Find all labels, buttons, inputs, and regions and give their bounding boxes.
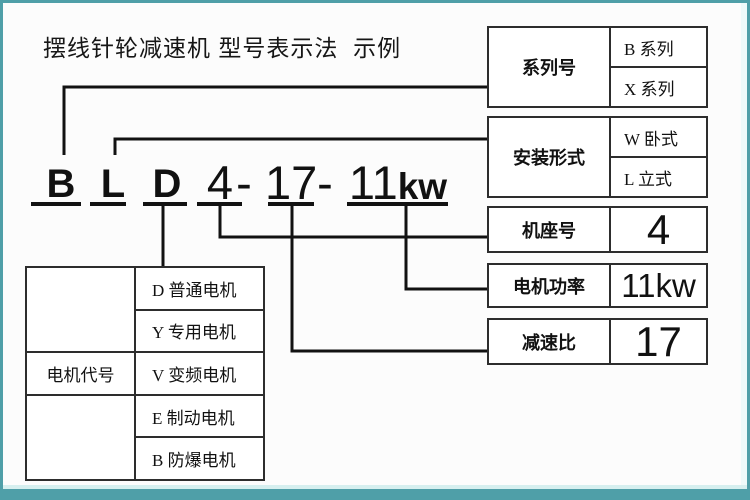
underline-power: [347, 202, 448, 206]
series-box: 系列号 B 系列 X 系列: [487, 26, 708, 108]
mount-box-options: W 卧式 L 立式: [611, 118, 706, 196]
underline-frame: [197, 202, 242, 206]
motor-code-empty-bottom-cell: [27, 396, 134, 479]
model-mount-letter: L: [100, 162, 126, 206]
power-box-value: 11kw: [621, 266, 696, 304]
motor-code-row-d: D 普通电机: [152, 280, 237, 300]
motor-code-row-v: V 变频电机: [136, 351, 263, 394]
series-option-b: B 系列: [624, 39, 674, 59]
model-ratio-number: 17: [265, 156, 318, 209]
series-connector-line: [62, 85, 487, 155]
frame-box: 机座号 4: [487, 206, 708, 253]
model-series-letter: B: [46, 162, 76, 206]
motor-code-table: 电机代号 D 普通电机 Y 专用电机 V 变频电机 E 制动电机 B 防爆电机: [25, 266, 265, 481]
motor-code-label: 电机代号: [27, 353, 134, 397]
power-connector-line: [404, 204, 487, 291]
motor-code-label-column: 电机代号: [27, 268, 136, 479]
frame-box-value: 4: [646, 205, 671, 253]
series-box-label: 系列号: [489, 28, 611, 106]
motor-code-rows: D 普通电机 Y 专用电机 V 变频电机 E 制动电机 B 防爆电机: [136, 268, 263, 479]
motor-code-empty-top-cell: [27, 268, 134, 353]
underline-mount: [90, 202, 126, 206]
connector-lines: [62, 85, 487, 353]
model-power-unit: kw: [397, 166, 448, 207]
model-frame-number: 4: [206, 156, 234, 209]
frame-connector-line: [218, 204, 487, 239]
right-edge-highlight: [741, 3, 747, 497]
page-title: 摆线针轮减速机 型号表示法 示例: [43, 35, 402, 61]
ratio-box-label: 减速比: [489, 320, 611, 363]
ratio-box: 减速比 17: [487, 318, 708, 365]
bottom-light-line: [3, 485, 747, 489]
mount-box: 安装形式 W 卧式 L 立式: [487, 116, 708, 198]
mount-option-l: L 立式: [611, 156, 706, 196]
ratio-box-value: 17: [635, 317, 682, 365]
motor-code-row-y: Y 专用电机: [136, 308, 263, 352]
model-dash-2: -: [317, 156, 333, 209]
model-dash-1: -: [236, 156, 252, 209]
bottom-border-band: [3, 489, 747, 497]
power-box-label: 电机功率: [489, 265, 611, 306]
ratio-connector-line: [290, 204, 487, 353]
underline-series: [31, 202, 81, 206]
model-power-number: 11: [348, 156, 398, 209]
motor-code-row-e: E 制动电机: [136, 393, 263, 437]
series-box-options: B 系列 X 系列: [611, 28, 706, 106]
mount-connector-line: [113, 137, 487, 155]
motor-code-row-b: B 防爆电机: [136, 436, 263, 479]
power-box: 电机功率 11kw: [487, 263, 708, 308]
mount-box-label: 安装形式: [489, 118, 611, 196]
underline-ratio: [268, 202, 314, 206]
series-option-x: X 系列: [611, 66, 706, 106]
mount-option-w: W 卧式: [624, 129, 678, 149]
model-motor-letter: D: [152, 162, 182, 206]
underline-motor: [143, 202, 187, 206]
frame-box-label: 机座号: [489, 208, 611, 251]
